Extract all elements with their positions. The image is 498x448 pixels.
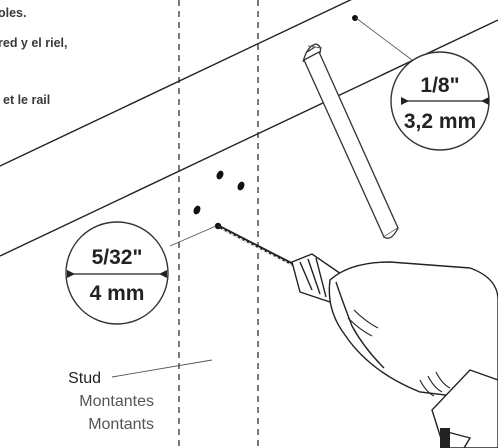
callout-small-metric: 3,2 mm <box>404 110 476 133</box>
callout-bit-size-small: 1/8" 3,2 mm <box>390 51 490 151</box>
hole <box>216 170 224 180</box>
instruction-text: oles. red y el riel, et le rail <box>0 6 67 107</box>
hole <box>237 181 245 191</box>
stud-outline <box>178 0 259 448</box>
rail-upper-edge <box>0 0 352 167</box>
instruction-line-2: red y el riel, <box>0 36 67 50</box>
instruction-line-1: oles. <box>0 6 27 20</box>
stud-label-fr: Montants <box>88 416 154 433</box>
anchor-icon <box>302 43 399 239</box>
hole <box>352 15 358 21</box>
callout-large-imperial: 5/32" <box>92 246 143 269</box>
leader-lines <box>111 17 413 378</box>
callout-bit-size-large: 5/32" 4 mm <box>65 221 169 325</box>
hole <box>193 205 201 215</box>
stud-label: Stud Montantes Montants <box>68 370 154 433</box>
power-drill-icon <box>291 253 498 448</box>
callout-small-imperial: 1/8" <box>420 74 459 97</box>
callout-large-metric: 4 mm <box>90 282 145 305</box>
drill-holes <box>193 15 358 230</box>
instruction-line-3: et le rail <box>3 93 50 107</box>
stud-label-es: Montantes <box>79 393 154 410</box>
drill-bit <box>217 224 301 270</box>
stud-label-en: Stud <box>68 370 101 387</box>
